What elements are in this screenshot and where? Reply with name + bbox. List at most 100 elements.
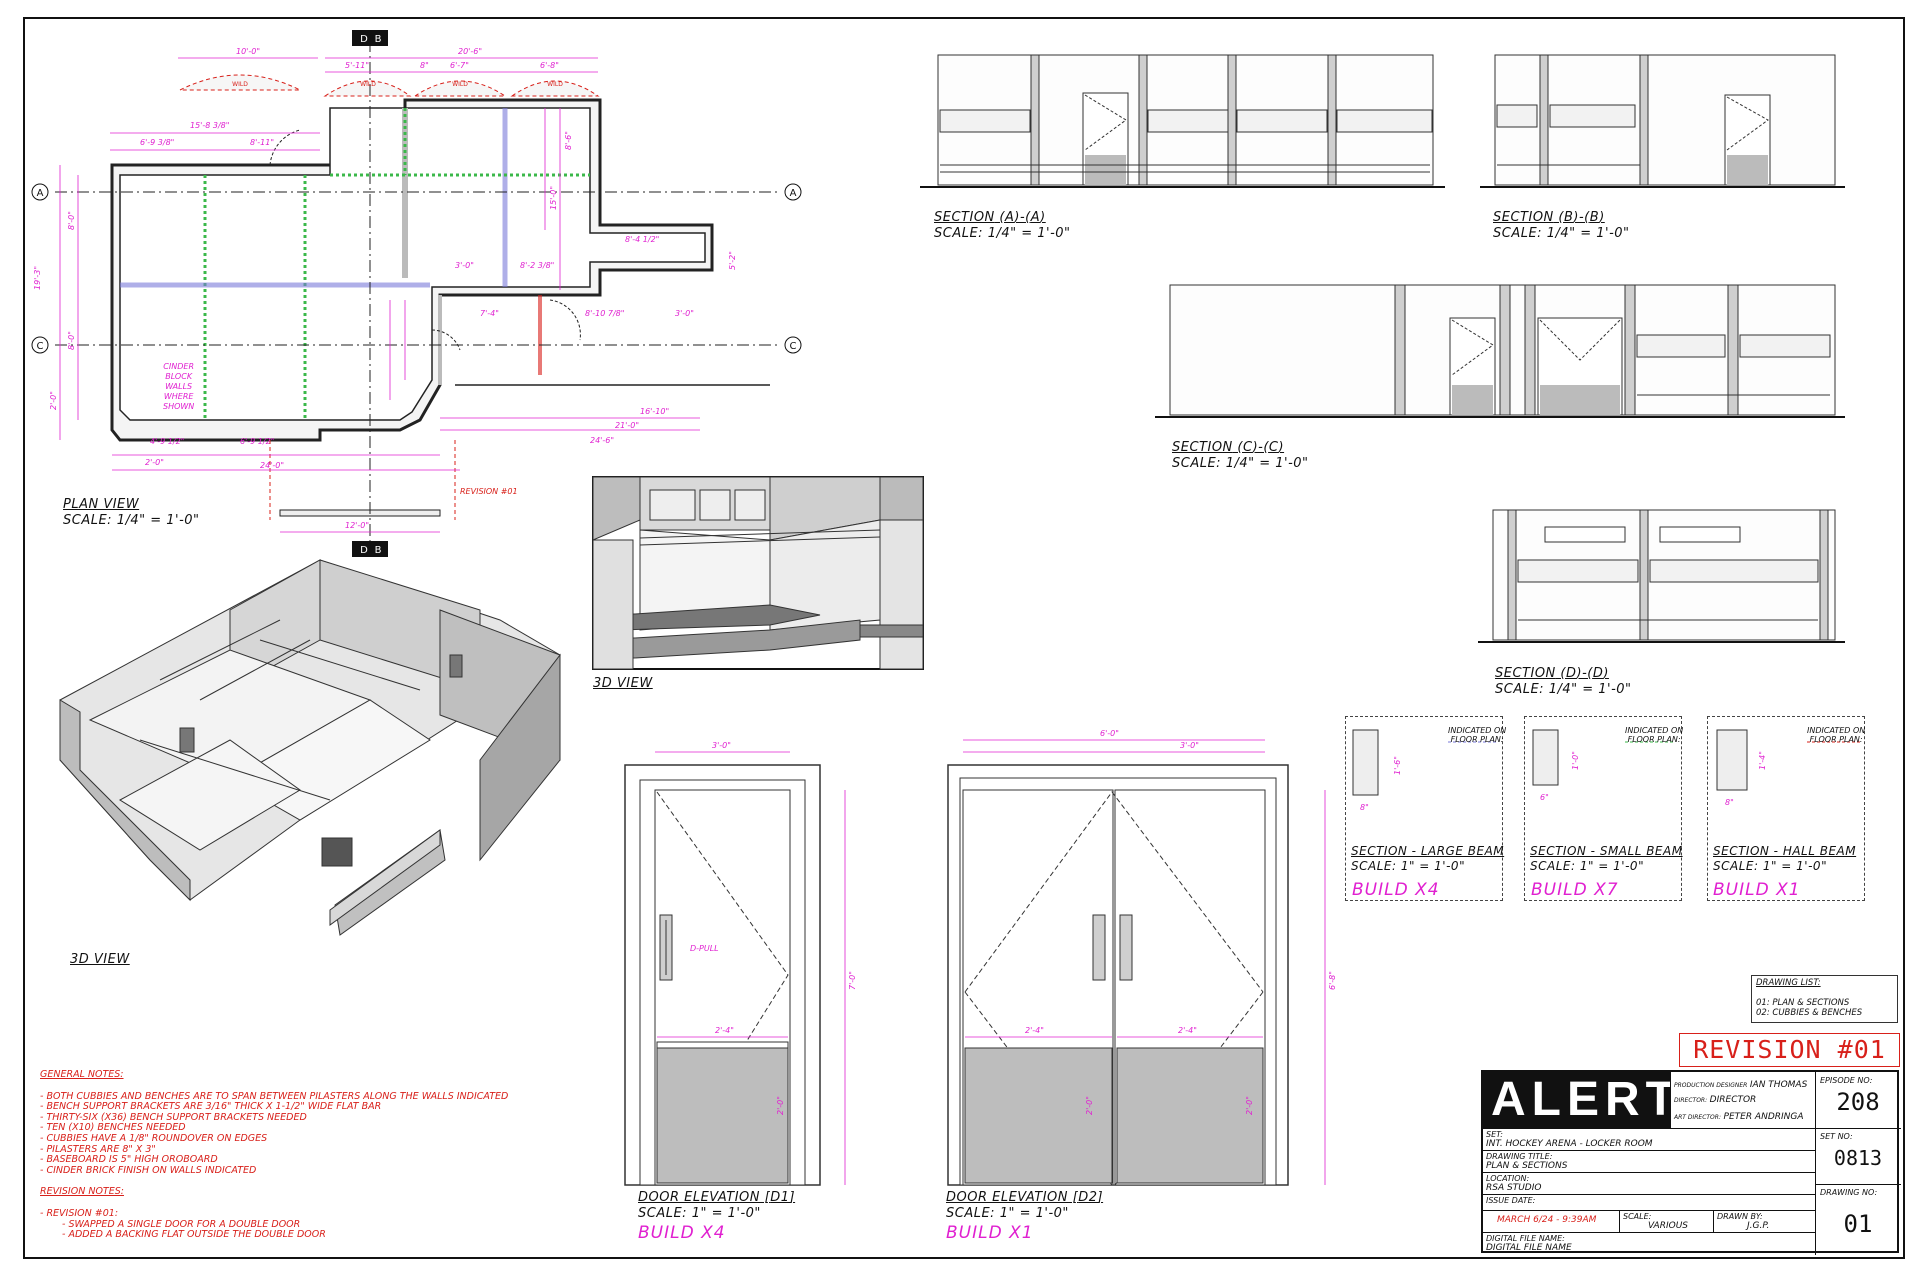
plan-dimension-text: 10'-0" 20'-6" 5'-11" 8" 6'-7" 6'-8" 15'-…	[33, 47, 737, 530]
dim-v3: 8'-0"	[67, 331, 76, 350]
svg-text:C: C	[37, 341, 44, 352]
general-notes: GENERAL NOTES: - BOTH CUBBIES AND BENCHE…	[40, 1069, 509, 1241]
set-number: 0813	[1833, 1146, 1883, 1170]
plan-view-title: PLAN VIEW	[63, 497, 140, 512]
production-designer-label: PRODUCTION DESIGNER	[1674, 1082, 1748, 1089]
section-b-b-elevation	[1480, 54, 1845, 188]
beam-sections	[1352, 729, 1860, 796]
d1-width-dim: 3'-0"	[712, 741, 731, 750]
director: DIRECTOR	[1709, 1095, 1757, 1105]
section-d-ref: D	[1592, 666, 1604, 681]
scale-label: SCALE:	[1623, 1212, 1652, 1221]
d2-kick-height-dim: 2'-0"	[1245, 1096, 1254, 1115]
dim-d13: 4'-9 1/2"	[150, 437, 184, 446]
note-line: FLOOR PLAN:	[1450, 735, 1504, 744]
dim-top4: 8"	[420, 61, 429, 70]
svg-text:D: D	[360, 545, 368, 556]
note-line: FLOOR PLAN:	[1809, 735, 1863, 744]
section-c-label: SECTION (C)-(C) SCALE: 1/4" = 1'-0"	[1172, 440, 1309, 471]
drawing-list-item: 02: CUBBIES & BENCHES	[1756, 1008, 1863, 1018]
small-beam-card	[1524, 716, 1682, 901]
wild-label: WILD	[360, 81, 376, 88]
perspective-view-label: 3D VIEW	[593, 676, 653, 691]
logo-sup: 52	[1680, 1090, 1696, 1105]
alert-logo: ALERT52	[1483, 1072, 1695, 1128]
hall-beam-scale: SCALE: 1" = 1'-0"	[1713, 859, 1828, 873]
note-item: - BENCH SUPPORT BRACKETS ARE 3/16" THICK…	[40, 1101, 382, 1113]
note-item: - CINDER BRICK FINISH ON WALLS INDICATED	[40, 1164, 257, 1176]
general-notes-title: GENERAL NOTES:	[40, 1069, 124, 1080]
dim-d16: 24'-0"	[260, 461, 284, 470]
door-d1-label: DOOR ELEVATION [D1] SCALE: 1" = 1'-0"	[638, 1190, 796, 1221]
dim-d5: 8'-2 3/8"	[520, 261, 554, 270]
small-beam-height-dim: 1'-0"	[1571, 751, 1580, 770]
note-line: INDICATED ON	[1807, 726, 1866, 735]
issue-date: MARCH 6/24 - 9:39AM	[1497, 1215, 1597, 1225]
dim-d6: 3'-0"	[455, 261, 474, 270]
section-c-ref: C	[1268, 440, 1279, 455]
episode-label: EPISODE NO:	[1820, 1076, 1873, 1085]
note-item: - BOTH CUBBIES AND BENCHES ARE TO SPAN B…	[40, 1090, 509, 1102]
section-d-ref: D	[1566, 666, 1577, 681]
d1-kick-width-dim: 2'-4"	[715, 1026, 734, 1035]
door-d1-title: DOOR ELEVATION	[638, 1190, 761, 1205]
door-d1-build: BUILD X4	[638, 1223, 726, 1243]
revision-notes-title: REVISION NOTES:	[40, 1186, 124, 1198]
dim-v1: 19'-3"	[33, 266, 42, 290]
wild-labels: WILD WILD WILD WILD	[232, 81, 563, 88]
wild-label: WILD	[452, 81, 468, 88]
door-d1-tag: D1	[770, 1190, 790, 1205]
dim-d3: 8'-11"	[250, 138, 274, 147]
drawing-title-label: DRAWING TITLE:	[1486, 1152, 1553, 1161]
section-c-title: SECTION	[1172, 440, 1233, 455]
drawing-number: 01	[1843, 1210, 1873, 1238]
art-director-label: ART DIRECTOR:	[1674, 1114, 1721, 1121]
drawing-no-label: DRAWING NO:	[1820, 1188, 1878, 1197]
revision-head: - REVISION #01:	[40, 1207, 119, 1219]
sheet-border	[23, 17, 1905, 1259]
large-beam-label: SECTION - LARGE BEAM SCALE: 1" = 1'-0"	[1351, 844, 1504, 873]
wild-label: WILD	[232, 81, 248, 88]
iso-view-label: 3D VIEW	[70, 952, 130, 967]
perspective-view-title: 3D VIEW	[593, 676, 653, 691]
svg-text:A: A	[37, 188, 44, 199]
d2-kick-height-dim: 2'-0"	[1085, 1096, 1094, 1115]
dim-d12: 24'-6"	[590, 436, 614, 445]
set-no-label: SET NO:	[1820, 1132, 1853, 1141]
set-label: SET:	[1486, 1130, 1503, 1139]
revision-stamp: REVISION #01	[1679, 1033, 1900, 1067]
perspective-3d-view	[592, 476, 924, 670]
dim-d1: 15'-8 3/8"	[190, 121, 229, 130]
door-dimension-lines	[655, 739, 1326, 1185]
d2-leaf-width-dim: 3'-0"	[1180, 741, 1199, 750]
door-d2-build: BUILD X1	[946, 1223, 1034, 1243]
dim-v7: 5'-2"	[728, 251, 737, 270]
d2-kick-width-dim: 2'-4"	[1025, 1026, 1044, 1035]
section-a-title: SECTION	[934, 210, 995, 225]
director-label: DIRECTOR:	[1674, 1097, 1708, 1104]
dim-top3: 5'-11"	[345, 61, 369, 70]
hall-beam-width-dim: 8"	[1725, 798, 1734, 807]
section-b-ref: B	[1564, 210, 1574, 225]
drawing-list-title: DRAWING LIST:	[1756, 978, 1821, 988]
large-beam-height-dim: 1'-6"	[1393, 756, 1402, 775]
note-line: INDICATED ON	[1625, 726, 1684, 735]
plan-dimension-lines	[59, 57, 700, 533]
cinder-line: CINDER	[163, 362, 194, 371]
section-c-ref: C	[1243, 440, 1253, 455]
iso-3d-view	[59, 559, 561, 936]
note-item: - PILASTERS ARE 8" X 3"	[40, 1143, 156, 1155]
hall-beam-label: SECTION - HALL BEAM SCALE: 1" = 1'-0"	[1713, 844, 1856, 873]
dim-d14: 6'-9 1/2"	[240, 437, 274, 446]
dim-v6: 8'-6"	[564, 131, 573, 150]
section-a-scale: SCALE: 1/4" = 1'-0"	[934, 226, 1071, 241]
small-beam-label: SECTION - SMALL BEAM SCALE: 1" = 1'-0"	[1530, 844, 1683, 873]
wild-label: WILD	[547, 81, 563, 88]
section-c-scale: SCALE: 1/4" = 1'-0"	[1172, 456, 1309, 471]
dim-d9: 3'-0"	[675, 309, 694, 318]
dim-d4: 8'-4 1/2"	[625, 235, 659, 244]
d2-kick-width-dim: 2'-4"	[1178, 1026, 1197, 1035]
